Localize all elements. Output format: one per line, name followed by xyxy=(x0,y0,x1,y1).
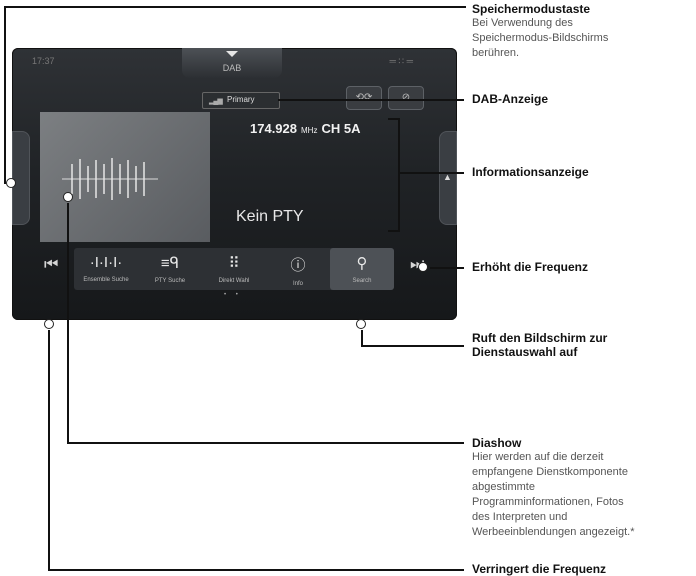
search-button[interactable]: ⚲ Search xyxy=(330,248,394,290)
chevron-down-icon xyxy=(226,51,238,57)
memory-callout-title: Speichermodustaste xyxy=(472,2,591,16)
up-arrow-icon: ▲ xyxy=(443,172,452,182)
leader-line xyxy=(361,330,363,346)
info-button[interactable]: ⓘ Info xyxy=(266,248,330,290)
callout-marker xyxy=(418,262,428,272)
keypad-icon: ⠿ xyxy=(228,255,240,272)
info-icon: ⓘ xyxy=(290,257,306,274)
slideshow-callout-desc-2: empfangene Dienstkomponente xyxy=(472,466,628,478)
left-side-tab[interactable] xyxy=(12,131,30,225)
channel-value: CH 5A xyxy=(321,121,361,136)
leader-line xyxy=(48,330,50,570)
dab-callout-title: DAB-Anzeige xyxy=(472,92,549,106)
slideshow-area xyxy=(40,112,210,242)
callout-marker xyxy=(44,319,54,329)
link-icon: ⊘ xyxy=(401,92,411,103)
search-icon: ⚲ xyxy=(356,255,368,272)
memory-callout-desc-1: Bei Verwendung des xyxy=(472,17,573,29)
frequency-unit: MHz xyxy=(301,126,318,135)
leader-line xyxy=(4,6,466,8)
frequency-value: 174.928 xyxy=(250,121,297,136)
page-indicator: • • xyxy=(224,292,242,298)
leader-line xyxy=(67,442,464,444)
memory-callout: Speichermodustaste Bei Verwendung des Sp… xyxy=(472,2,608,61)
signal-icon: ▂▄▆ xyxy=(209,98,223,105)
radio-screen: 17:37 DAB ═ ∷ ═ ▂▄▆ Primary ⟲⟳ ⊘ ▲ xyxy=(12,48,457,320)
prev-frequency-button[interactable]: ⏮ xyxy=(44,256,59,273)
callout-marker xyxy=(356,319,366,329)
service-callout-line-2: Dienstauswahl auf xyxy=(472,345,578,359)
leader-line xyxy=(430,267,464,269)
slideshow-callout-title: Diashow xyxy=(472,436,522,450)
freq-down-callout: Verringert die Frequenz xyxy=(472,562,606,576)
info-bracket xyxy=(388,118,400,232)
slideshow-callout-desc-4: Programminformationen, Fotos xyxy=(472,496,624,508)
info-label: Info xyxy=(292,281,303,287)
leader-line xyxy=(400,172,464,174)
callout-marker xyxy=(6,178,16,188)
source-title: DAB xyxy=(222,63,242,73)
pty-search-label: PTY Suche xyxy=(154,278,186,284)
memory-mode-button[interactable]: ⊘ xyxy=(388,86,424,110)
slideshow-callout: Diashow Hier werden auf die derzeit empf… xyxy=(472,436,634,540)
scan-icon: ⟲⟳ xyxy=(355,92,373,103)
scan-button[interactable]: ⟲⟳ xyxy=(346,86,382,110)
ensemble-search-button[interactable]: ·I·I·I· Ensemble Suche xyxy=(74,248,138,290)
direct-select-button[interactable]: ⠿ Direkt Wahl xyxy=(202,248,266,290)
top-bar: 17:37 DAB ═ ∷ ═ xyxy=(12,48,457,82)
leader-line xyxy=(67,203,69,443)
slideshow-callout-desc-1: Hier werden auf die derzeit xyxy=(472,451,604,463)
right-side-tab[interactable]: ▲ xyxy=(439,131,457,225)
ensemble-search-label: Ensemble Suche xyxy=(83,277,129,283)
pty-search-button[interactable]: ≡ᑫ PTY Suche xyxy=(138,248,202,290)
status-icons: ═ ∷ ═ xyxy=(389,56,413,66)
leader-line xyxy=(361,345,464,347)
waveform-icon xyxy=(62,158,158,200)
leader-line xyxy=(48,569,464,571)
memory-callout-desc-2: Speichermodus-Bildschirms xyxy=(472,32,609,44)
service-callout-line-1: Ruft den Bildschirm zur xyxy=(472,331,608,345)
clock-text: 17:37 xyxy=(32,56,55,66)
slideshow-callout-desc-5: des Interpreten und xyxy=(472,511,568,523)
callout-marker xyxy=(63,192,73,202)
freq-up-callout: Erhöht die Frequenz xyxy=(472,260,588,274)
leader-line xyxy=(4,6,6,184)
freq-down-callout-title: Verringert die Frequenz xyxy=(472,562,607,576)
memory-callout-desc-3: berühren. xyxy=(472,47,520,59)
source-handle[interactable]: DAB xyxy=(182,48,282,78)
direct-select-label: Direkt Wahl xyxy=(218,278,250,284)
slideshow-callout-desc-3: abgestimmte xyxy=(472,481,535,493)
service-callout: Ruft den Bildschirm zur Dienstauswahl au… xyxy=(472,331,607,359)
dab-callout: DAB-Anzeige xyxy=(472,92,548,106)
ensemble-icon: ·I·I·I· xyxy=(89,254,123,271)
function-bar: ·I·I·I· Ensemble Suche ≡ᑫ PTY Suche ⠿ Di… xyxy=(74,248,394,290)
dab-indicator-text: Primary xyxy=(227,95,255,104)
freq-up-callout-title: Erhöht die Frequenz xyxy=(472,260,589,274)
leader-line xyxy=(278,99,464,101)
search-label: Search xyxy=(352,278,372,284)
pty-display: Kein PTY xyxy=(236,208,304,225)
info-callout-title: Informationsanzeige xyxy=(472,165,589,179)
dab-indicator: ▂▄▆ Primary xyxy=(202,92,280,109)
slideshow-callout-desc-6: Werbeeinblendungen angezeigt.* xyxy=(472,526,635,538)
info-callout: Informationsanzeige xyxy=(472,165,589,179)
pty-search-icon: ≡ᑫ xyxy=(160,255,180,272)
